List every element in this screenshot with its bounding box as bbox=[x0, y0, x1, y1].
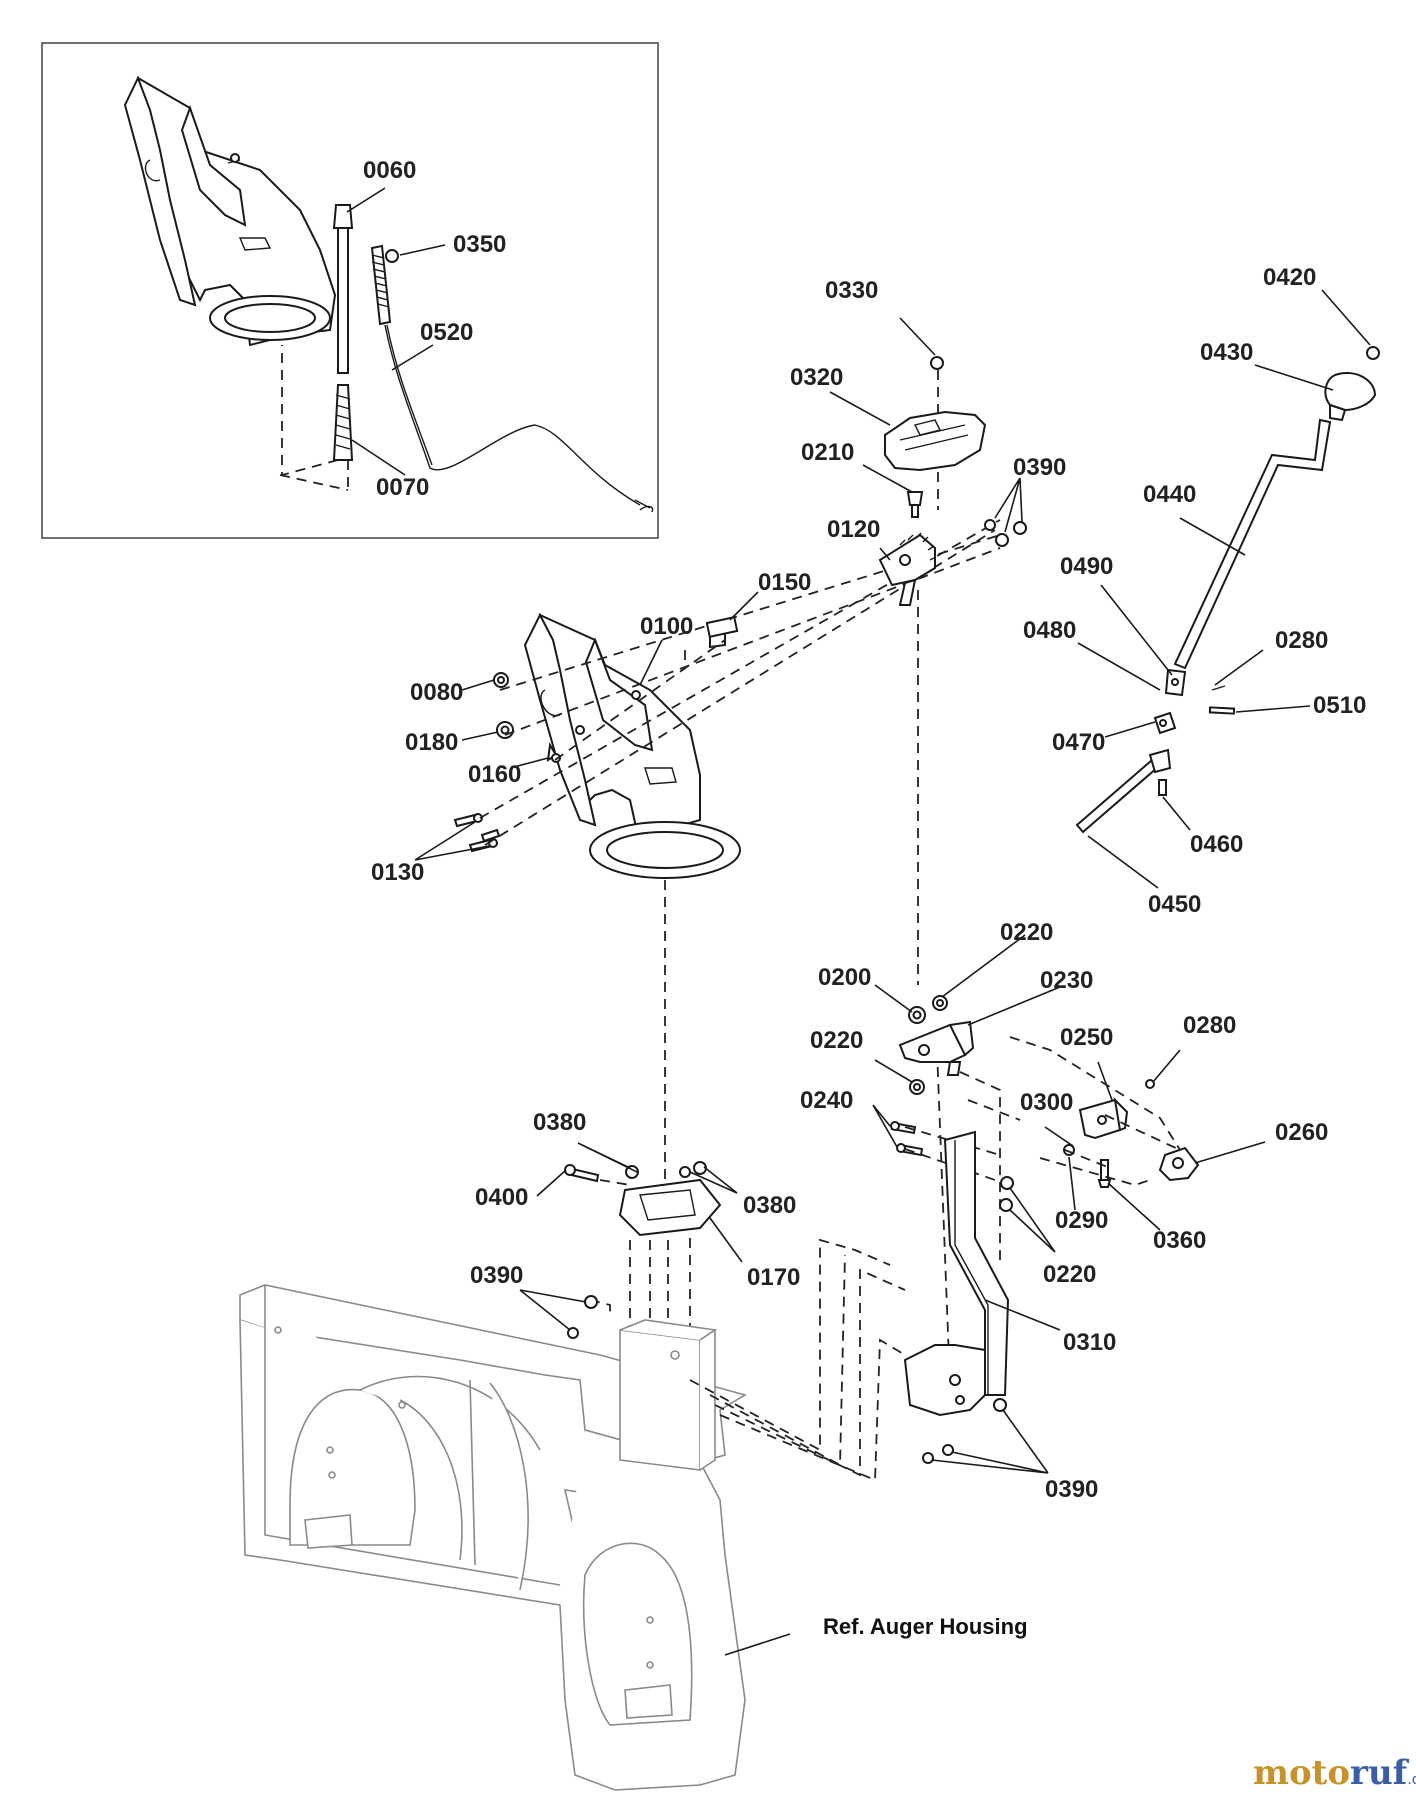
joint-0480-0490 bbox=[1164, 668, 1187, 697]
part-labels: 0060 0350 0520 0070 0330 0420 0430 0320 … bbox=[363, 157, 1366, 1639]
label-0480: 0480 bbox=[1023, 617, 1076, 644]
screws-0380 bbox=[625, 1161, 707, 1179]
label-0100: 0100 bbox=[640, 613, 693, 640]
label-0290: 0290 bbox=[1055, 1207, 1108, 1234]
washers-0200-0220 bbox=[908, 995, 948, 1095]
watermark-logo: motoruf.de bbox=[1253, 1753, 1416, 1793]
bracket-0250 bbox=[1078, 1097, 1129, 1140]
label-0150 bbox=[705, 616, 739, 638]
label-0060: 0060 bbox=[363, 157, 416, 184]
label-0510: 0510 bbox=[1313, 692, 1366, 719]
label-0400: 0400 bbox=[475, 1184, 528, 1211]
label-0220-a: 0220 bbox=[1000, 919, 1053, 946]
auger-housing bbox=[239, 1284, 748, 1791]
plate-0170 bbox=[618, 1178, 722, 1237]
label-0470: 0470 bbox=[1052, 729, 1105, 756]
nut-0420 bbox=[1366, 346, 1380, 360]
label-0220-b: 0220 bbox=[810, 1027, 863, 1054]
label-0520: 0520 bbox=[420, 319, 473, 346]
label-0160: 0160 bbox=[468, 761, 521, 788]
label-0200: 0200 bbox=[818, 964, 871, 991]
label-0280-upper: 0280 bbox=[1275, 627, 1328, 654]
nuts-0390-mid bbox=[567, 1295, 598, 1339]
label-0300: 0300 bbox=[1020, 1089, 1073, 1116]
reference-label-auger-housing: Ref. Auger Housing bbox=[823, 1614, 1028, 1639]
label-0170: 0170 bbox=[747, 1264, 800, 1291]
label-0250: 0250 bbox=[1060, 1024, 1113, 1051]
housing-dashed bbox=[689, 1238, 906, 1482]
label-0320: 0320 bbox=[790, 364, 843, 391]
label-0280-lower: 0280 bbox=[1183, 1012, 1236, 1039]
label-0210: 0210 bbox=[801, 439, 854, 466]
label-0350: 0350 bbox=[453, 231, 506, 258]
label-0460: 0460 bbox=[1190, 831, 1243, 858]
label-0380-b: 0380 bbox=[743, 1192, 796, 1219]
label-0130: 0130 bbox=[371, 859, 424, 886]
label-0120: 0120 bbox=[827, 516, 880, 543]
coupler-0470 bbox=[1153, 711, 1177, 735]
bolt-0400 bbox=[564, 1164, 600, 1183]
inset-chute-drawing bbox=[123, 75, 337, 347]
rod-0450 bbox=[1075, 748, 1172, 834]
main-chute-drawing bbox=[523, 612, 741, 879]
inset-rod-spring bbox=[279, 204, 354, 491]
bolt-0360 bbox=[1097, 1159, 1112, 1188]
label-0070: 0070 bbox=[376, 474, 429, 501]
knob-0430 bbox=[1324, 372, 1377, 422]
label-0150: 0150 bbox=[758, 569, 811, 596]
label-0310: 0310 bbox=[1063, 1329, 1116, 1356]
bolt-0210 bbox=[906, 491, 924, 518]
inset-cable bbox=[370, 244, 654, 513]
nuts-0390-lower bbox=[922, 1398, 1007, 1464]
nuts-0220-lower bbox=[999, 1176, 1014, 1212]
label-0490: 0490 bbox=[1060, 553, 1113, 580]
inset-frame bbox=[41, 42, 659, 539]
pin-0280-upper bbox=[1211, 685, 1226, 691]
pin-0510 bbox=[1208, 706, 1236, 715]
crank-rod-0440 bbox=[1173, 418, 1332, 670]
label-0440: 0440 bbox=[1143, 481, 1196, 508]
label-0230: 0230 bbox=[1040, 967, 1093, 994]
label-0080: 0080 bbox=[410, 679, 463, 706]
label-0420: 0420 bbox=[1263, 264, 1316, 291]
knob-0260 bbox=[1158, 1146, 1200, 1182]
label-0360: 0360 bbox=[1153, 1227, 1206, 1254]
leader-lines bbox=[346, 187, 1371, 1656]
cover-0320 bbox=[884, 410, 987, 472]
watermark-text: motoruf.de bbox=[1253, 1753, 1416, 1793]
label-0380-a: 0380 bbox=[533, 1109, 586, 1136]
label-0260: 0260 bbox=[1275, 1119, 1328, 1146]
pin-0460 bbox=[1158, 779, 1167, 796]
bolts-0240 bbox=[890, 1121, 924, 1157]
label-0390-top: 0390 bbox=[1013, 454, 1066, 481]
label-0390-mid: 0390 bbox=[470, 1262, 523, 1289]
label-0180: 0180 bbox=[405, 729, 458, 756]
label-0240: 0240 bbox=[800, 1087, 853, 1114]
nut-0330 bbox=[930, 356, 944, 370]
washers-0390-top bbox=[984, 519, 1027, 547]
support-arm-0310 bbox=[903, 1130, 1010, 1417]
main-dashed-lines bbox=[479, 370, 1001, 1386]
bracket-0230 bbox=[898, 1020, 975, 1076]
washer-0280-lower bbox=[1145, 1079, 1155, 1089]
label-0390-lower: 0390 bbox=[1045, 1476, 1098, 1503]
label-0430: 0430 bbox=[1200, 339, 1253, 366]
gear-bracket-0120 bbox=[878, 532, 937, 606]
label-0450: 0450 bbox=[1148, 891, 1201, 918]
label-0330: 0330 bbox=[825, 277, 878, 304]
label-0220-c: 0220 bbox=[1043, 1261, 1096, 1288]
